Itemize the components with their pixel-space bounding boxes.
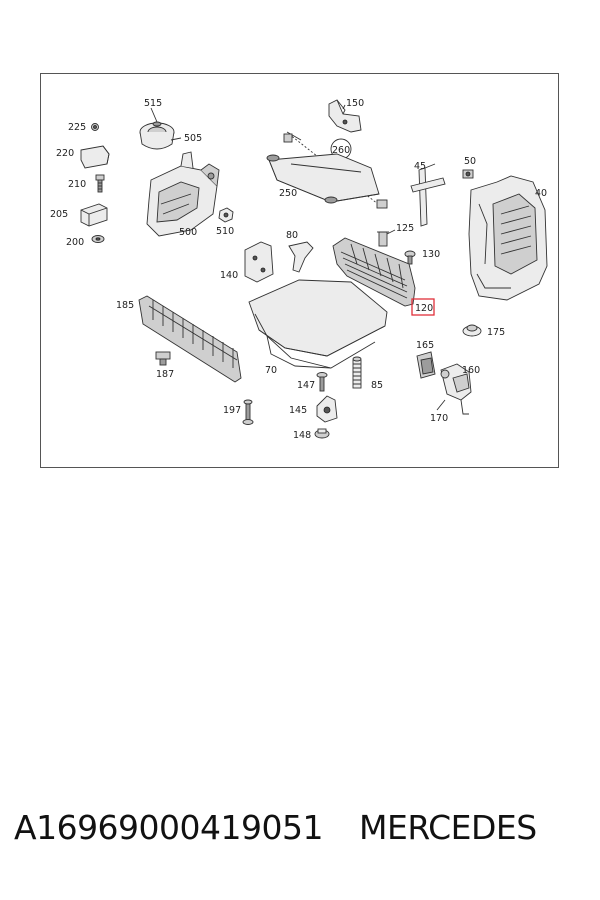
part-number: A16969000419051 [14, 808, 324, 847]
label-130: 130 [422, 249, 440, 260]
part-185-side-trim [138, 295, 242, 383]
label-187: 187 [156, 369, 174, 380]
part-187-clip [155, 351, 171, 366]
label-210: 210 [68, 179, 86, 190]
parts-diagram-frame: 515 225 505 220 210 205 200 [40, 73, 559, 468]
label-150: 150 [346, 98, 364, 109]
part-145-hook [316, 395, 338, 423]
part-500-bracket [146, 151, 220, 237]
part-140-plate [244, 241, 274, 283]
label-505: 505 [184, 133, 202, 144]
part-130-clip [404, 250, 416, 265]
label-125: 125 [396, 223, 414, 234]
part-175-grommet [462, 324, 482, 337]
part-165-bracket [416, 351, 436, 379]
label-45: 45 [414, 161, 426, 172]
label-147: 147 [297, 380, 315, 391]
label-120: 120 [415, 303, 433, 314]
label-40: 40 [535, 188, 547, 199]
part-80-clip [288, 241, 314, 273]
label-260: 260 [332, 145, 350, 156]
part-515-ring [139, 121, 175, 150]
label-160: 160 [462, 365, 480, 376]
label-50: 50 [464, 156, 476, 167]
part-200-washer [91, 235, 105, 243]
brand-name: MERCEDES [359, 808, 537, 847]
part-45-rod [410, 163, 446, 227]
label-500: 500 [179, 227, 197, 238]
label-220: 220 [56, 148, 74, 159]
part-510-nut [218, 207, 234, 223]
label-80: 80 [286, 230, 298, 241]
label-85: 85 [371, 380, 383, 391]
label-165: 165 [416, 340, 434, 351]
part-197-bolt [242, 399, 254, 425]
part-148-grommet [314, 428, 330, 439]
label-170: 170 [430, 413, 448, 424]
part-50-clip [462, 169, 474, 179]
label-140: 140 [220, 270, 238, 281]
part-120-rear-panel [332, 237, 416, 307]
part-85-stud [352, 356, 362, 389]
part-220-cap [80, 145, 110, 169]
part-caption: A16969000419051 MERCEDES [14, 808, 594, 858]
part-40-housing [468, 175, 548, 301]
label-250: 250 [279, 188, 297, 199]
label-197: 197 [223, 405, 241, 416]
part-70-floor [248, 279, 388, 369]
label-185: 185 [116, 300, 134, 311]
label-510: 510 [216, 226, 234, 237]
part-160-latch [440, 363, 472, 415]
part-147-screw [316, 372, 328, 392]
label-175: 175 [487, 327, 505, 338]
label-515: 515 [144, 98, 162, 109]
part-120-highlight-box [411, 298, 435, 316]
label-148: 148 [293, 430, 311, 441]
part-150-bracket [328, 99, 362, 133]
part-250-cover [266, 153, 380, 204]
part-225-nut [91, 123, 99, 131]
part-260-clips [283, 133, 388, 209]
part-125-clip [377, 231, 389, 247]
exploded-parts-diagram: 515 225 505 220 210 205 200 [50, 98, 548, 441]
label-205: 205 [50, 209, 68, 220]
label-225: 225 [68, 122, 86, 133]
label-145: 145 [289, 405, 307, 416]
label-200: 200 [66, 237, 84, 248]
part-210-bolt [95, 174, 105, 193]
label-70: 70 [265, 365, 277, 376]
part-205-clip [80, 203, 108, 227]
